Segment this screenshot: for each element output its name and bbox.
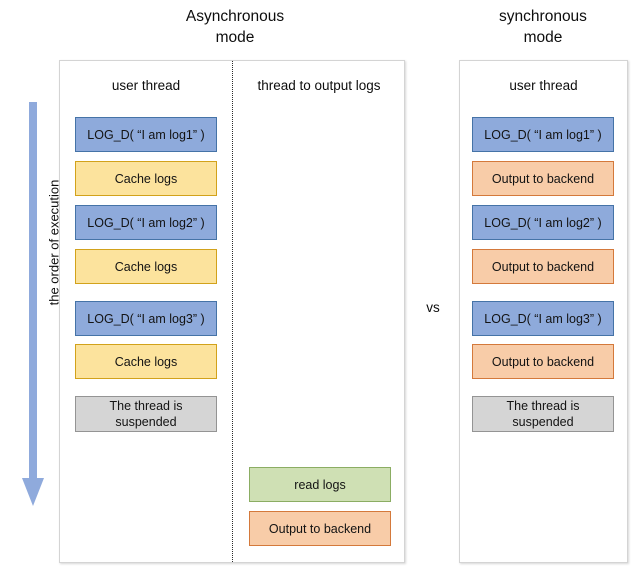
async-step-cache-2: Cache logs bbox=[75, 249, 217, 284]
sync-step-log1: LOG_D( “I am log1” ) bbox=[472, 117, 614, 152]
thread-divider bbox=[232, 61, 233, 562]
column-header-user-thread-sync: user thread bbox=[509, 78, 578, 93]
async-step-cache-1: Cache logs bbox=[75, 161, 217, 196]
column-header-user-thread-async: user thread bbox=[111, 78, 181, 93]
sync-step-suspended: The thread is suspended bbox=[472, 396, 614, 432]
sync-step-output-1: Output to backend bbox=[472, 161, 614, 196]
async-step-log1: LOG_D( “I am log1” ) bbox=[75, 117, 217, 152]
log-thread-step-output: Output to backend bbox=[249, 511, 391, 546]
sync-step-log3: LOG_D( “I am log3” ) bbox=[472, 301, 614, 336]
async-mode-title: Asynchronous mode bbox=[185, 8, 285, 46]
log-thread-step-read-logs: read logs bbox=[249, 467, 391, 502]
async-step-log2: LOG_D( “I am log2” ) bbox=[75, 205, 217, 240]
async-step-cache-3: Cache logs bbox=[75, 344, 217, 379]
order-of-execution-arrow-icon bbox=[22, 102, 44, 506]
sync-step-output-2: Output to backend bbox=[472, 249, 614, 284]
sync-step-output-3: Output to backend bbox=[472, 344, 614, 379]
order-of-execution-label: the order of execution bbox=[46, 179, 62, 306]
async-step-suspended: The thread is suspended bbox=[75, 396, 217, 432]
column-header-output-log-thread: thread to output logs bbox=[257, 78, 381, 93]
sync-mode-title: synchronous mode bbox=[499, 8, 587, 46]
async-step-log3: LOG_D( “I am log3” ) bbox=[75, 301, 217, 336]
sync-step-log2: LOG_D( “I am log2” ) bbox=[472, 205, 614, 240]
vs-label: vs bbox=[426, 300, 440, 315]
